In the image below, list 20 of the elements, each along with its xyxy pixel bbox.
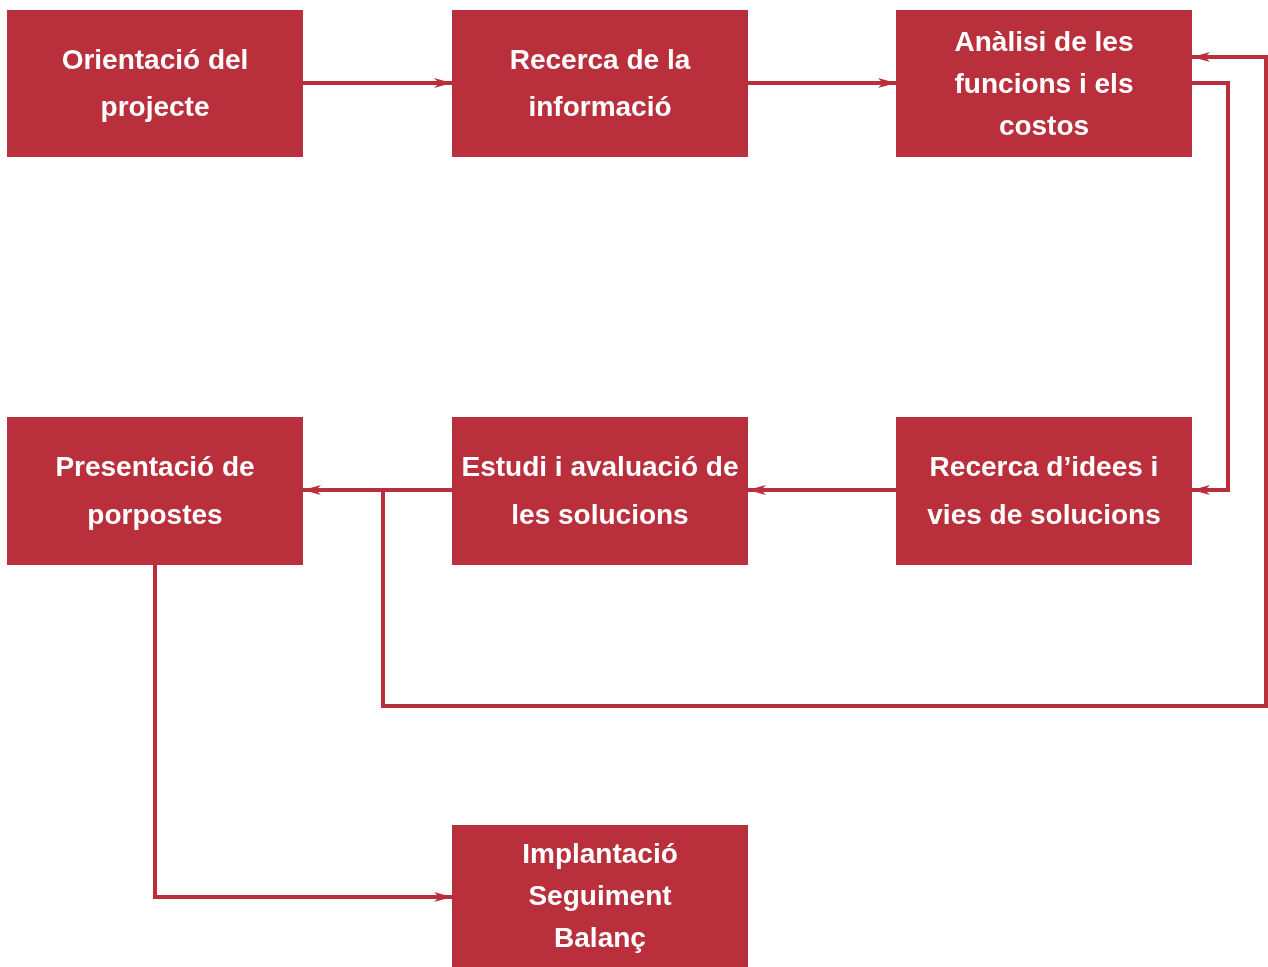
step-label: Recerca d’idees i vies de solucions bbox=[926, 450, 1162, 532]
arrow bbox=[381, 52, 1268, 708]
process-box bbox=[896, 10, 1192, 157]
step-label: Presentació de porpostes bbox=[54, 450, 256, 532]
arrow bbox=[153, 565, 452, 902]
step-label: Estudi i avaluació de les solucions bbox=[460, 450, 740, 532]
process-box bbox=[7, 10, 303, 157]
process-box bbox=[452, 417, 748, 565]
process-box bbox=[7, 417, 303, 565]
arrow bbox=[748, 78, 896, 88]
process-box bbox=[896, 417, 1192, 565]
arrow bbox=[303, 78, 452, 88]
step-label: Recerca de la informació bbox=[508, 43, 692, 124]
process-box bbox=[452, 825, 748, 967]
step-label: Orientació del projecte bbox=[60, 43, 250, 124]
arrow bbox=[1192, 81, 1230, 495]
arrow bbox=[748, 485, 896, 495]
process-box bbox=[452, 10, 748, 157]
step-label: Anàlisi de les funcions i els costos bbox=[953, 24, 1135, 143]
step-label: Implantació Seguiment Balanç bbox=[521, 837, 679, 955]
